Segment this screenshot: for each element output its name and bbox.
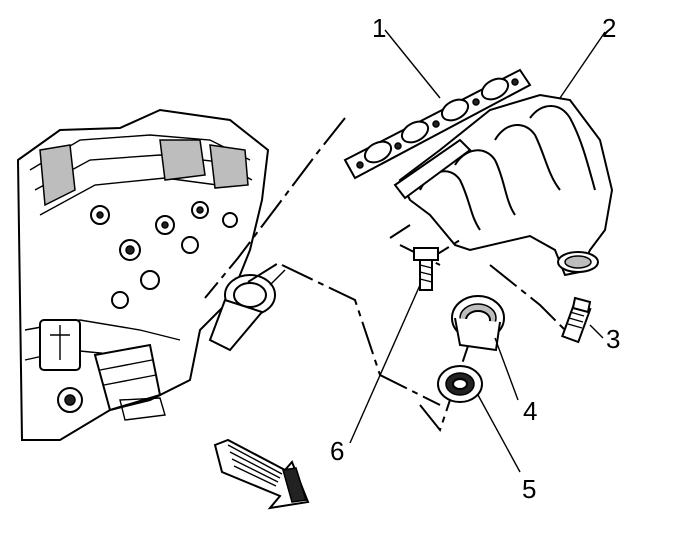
leader-lines — [349, 29, 606, 473]
seal-5 — [437, 365, 483, 403]
callout-6: 6 — [330, 436, 344, 466]
callout-3: 3 — [606, 324, 620, 354]
stud-3 — [561, 296, 592, 344]
bolt-6 — [413, 247, 439, 291]
seal-4 — [451, 295, 505, 352]
engine-block — [16, 108, 286, 441]
callout-2: 2 — [602, 13, 616, 43]
manifold-gasket — [343, 68, 532, 180]
callout-4: 4 — [523, 396, 537, 426]
front-direction-arrow-icon — [213, 438, 310, 510]
callout-1: 1 — [372, 13, 386, 43]
callout-5: 5 — [522, 474, 536, 504]
alignment-lines — [204, 117, 566, 433]
exhaust-manifold — [393, 93, 614, 277]
